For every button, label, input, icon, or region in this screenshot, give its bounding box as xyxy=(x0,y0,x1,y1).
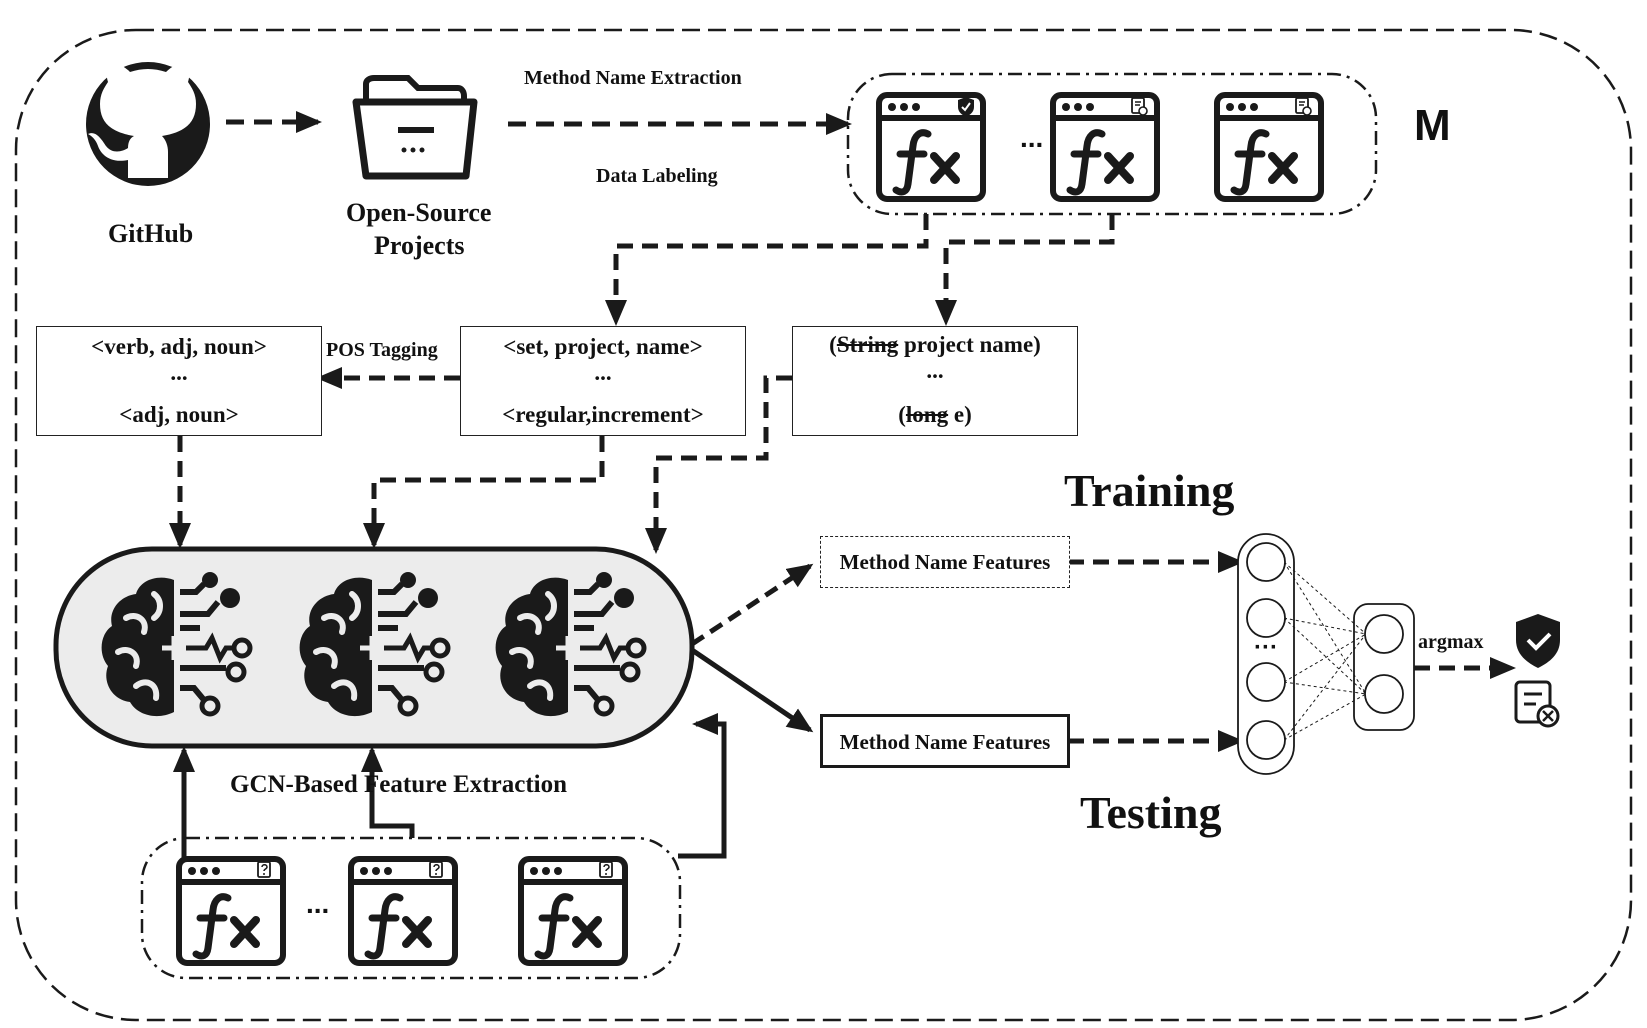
open-source-label-line1: Open-Source xyxy=(346,198,492,227)
training-features-box: Method Name Features xyxy=(820,536,1070,588)
data-labeling-label: Data Labeling xyxy=(596,165,718,187)
testing-label: Testing xyxy=(1080,787,1222,838)
token-sequence-box: <set, project, name> ... <regular,increm… xyxy=(460,326,746,436)
type-line-1-strike: String xyxy=(836,332,899,357)
m-label: M xyxy=(1414,101,1451,150)
arrow-gcn-to-test-features xyxy=(690,647,814,733)
pos-sequence-box: <verb, adj, noun> ... <adj, noun> xyxy=(36,326,322,436)
type-line-1-rest: project name) xyxy=(898,332,1041,357)
token-line-3: <regular,increment> xyxy=(502,402,704,427)
gcn-label: GCN-Based Feature Extraction xyxy=(230,771,567,798)
arrow-bottom-to-gcn-3 xyxy=(678,713,727,859)
document-question-icon xyxy=(257,861,271,878)
open-source-label-line2: Projects xyxy=(374,231,465,260)
token-line-2: ... xyxy=(594,360,612,385)
document-gear-icon xyxy=(1131,97,1148,116)
shield-verified-icon xyxy=(1516,614,1560,668)
type-line-3-open: ( xyxy=(898,402,906,427)
pos-line-1: <verb, adj, noun> xyxy=(91,334,267,359)
arrow-to-token-box xyxy=(605,214,929,326)
arrow-types-to-gcn xyxy=(645,375,792,554)
github-label: GitHub xyxy=(108,219,194,248)
arrow-to-type-box xyxy=(935,214,1115,326)
folder-icon xyxy=(352,75,478,180)
token-line-1: <set, project, name> xyxy=(503,334,703,359)
document-gear-icon xyxy=(1295,97,1312,116)
pos-line-2: ... xyxy=(170,360,188,385)
testing-features-label: Method Name Features xyxy=(839,730,1051,754)
arrow-tokens-to-gcn xyxy=(363,436,605,549)
arrow-gcn-to-train-features xyxy=(690,563,814,647)
method-name-extraction-label: Method Name Extraction xyxy=(524,67,742,89)
type-context-box: (String project name) ... (long e) xyxy=(792,326,1078,436)
bottom-group-ellipsis: ... xyxy=(306,888,330,919)
type-line-3-strike: long xyxy=(905,402,949,427)
pos-tagging-label: POS Tagging xyxy=(326,339,438,361)
group-ellipsis: ... xyxy=(1020,122,1044,153)
pos-line-3: <adj, noun> xyxy=(119,402,239,427)
type-line-1: (String project name) xyxy=(793,333,1077,356)
arrow-bottom-to-gcn-2 xyxy=(361,746,415,838)
testing-features-box: Method Name Features xyxy=(820,714,1070,768)
document-question-icon xyxy=(599,861,613,878)
argmax-label: argmax xyxy=(1418,631,1484,653)
training-label: Training xyxy=(1064,465,1235,516)
neural-network-icon xyxy=(1237,533,1415,775)
type-line-2: ... xyxy=(926,358,944,383)
type-line-1-open: ( xyxy=(829,332,837,357)
training-features-label: Method Name Features xyxy=(839,550,1051,574)
outer-frame xyxy=(14,28,1633,1022)
document-reject-icon xyxy=(1514,680,1560,728)
network-ellipsis: ··· xyxy=(1254,634,1278,661)
type-line-3-rest: e) xyxy=(948,402,972,427)
document-question-icon xyxy=(429,861,443,878)
type-line-3: (long e) xyxy=(793,403,1077,426)
github-icon xyxy=(86,62,210,186)
